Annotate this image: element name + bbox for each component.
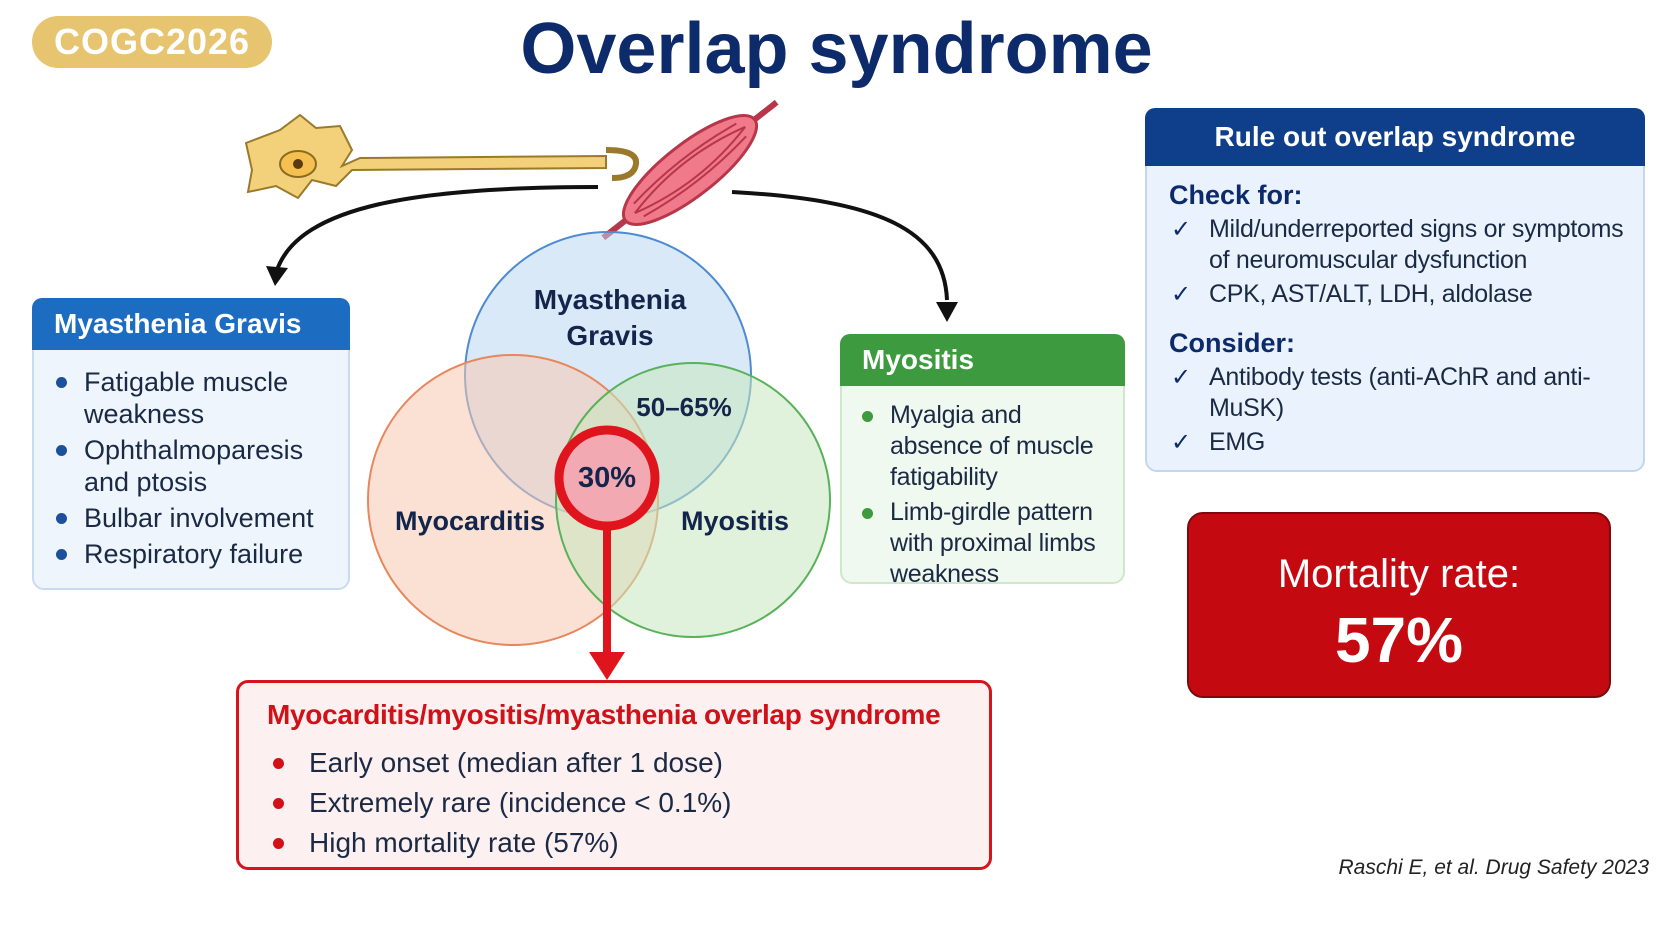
check-list: ✓ Mild/underreported signs or symptoms of… xyxy=(1147,214,1643,310)
neuron-icon xyxy=(244,113,640,200)
bullet-icon xyxy=(56,377,67,388)
list-item: High mortality rate (57%) xyxy=(269,823,989,863)
list-item: Myalgia and absence of muscle fatigabili… xyxy=(854,400,1117,493)
venn-label-myasthenia: Myasthenia Gravis xyxy=(533,284,687,351)
list-item-text: Respiratory failure xyxy=(84,539,304,569)
arrow-to-mg xyxy=(275,185,599,271)
citation: Raschi E, et al. Drug Safety 2023 xyxy=(1338,856,1650,879)
list-item-text: EMG xyxy=(1209,428,1266,456)
venn-label-center-pct: 30% xyxy=(577,462,637,494)
bullet-icon xyxy=(862,411,873,422)
list-item: ✓ Mild/underreported signs or symptoms of… xyxy=(1169,214,1637,276)
overlap-syndrome-card: Myocarditis/myositis/myasthenia overlap … xyxy=(236,680,992,870)
list-item: Early onset (median after 1 dose) xyxy=(269,743,989,783)
mortality-rate-box: Mortality rate: 57% xyxy=(1187,512,1611,698)
list-item: Bulbar involvement xyxy=(48,502,338,534)
bullet-icon xyxy=(273,838,284,849)
callout-arrowhead xyxy=(589,652,625,680)
card-header: Myasthenia Gravis xyxy=(32,298,350,350)
arrow-to-myositis xyxy=(731,190,949,301)
card-header: Myositis xyxy=(840,334,1125,386)
mortality-label: Mortality rate: xyxy=(1277,552,1521,596)
myositis-card: Myositis Myalgia and absence of muscle f… xyxy=(840,334,1125,588)
bullet-icon xyxy=(273,798,284,809)
feature-list: Myalgia and absence of muscle fatigabili… xyxy=(842,386,1123,590)
consider-heading: Consider: xyxy=(1169,328,1296,358)
arrow-head-mg xyxy=(266,266,288,286)
bullet-icon xyxy=(862,508,873,519)
list-item-text: High mortality rate (57%) xyxy=(309,827,619,858)
list-item: ✓ EMG xyxy=(1169,427,1637,458)
checkmark-icon: ✓ xyxy=(1171,216,1191,243)
bullet-icon xyxy=(56,513,67,524)
venn-label-overlap-pct: 50–65% xyxy=(636,392,732,422)
list-item: ✓ Antibody tests (anti-AChR and anti-MuSK… xyxy=(1169,362,1637,424)
check-for-heading: Check for: xyxy=(1169,180,1303,210)
list-item-text: Antibody tests (anti-AChR and anti-MuSK) xyxy=(1209,363,1591,422)
list-item: Limb-girdle pattern with proximal limbs … xyxy=(854,497,1117,590)
muscle-icon xyxy=(601,99,779,241)
list-item: Ophthalmoparesis and ptosis xyxy=(48,434,338,498)
list-item-text: Fatigable muscle weakness xyxy=(84,367,289,429)
rule-out-card: Rule out overlap syndrome Check for: ✓ Mi… xyxy=(1145,108,1645,472)
list-item-text: Bulbar involvement xyxy=(84,503,314,533)
bullet-icon xyxy=(273,758,284,769)
list-item-text: Limb-girdle pattern with proximal limbs … xyxy=(890,498,1096,588)
bullet-icon xyxy=(56,549,67,560)
list-item-text: Ophthalmoparesis and ptosis xyxy=(84,435,304,497)
list-item-text: Early onset (median after 1 dose) xyxy=(309,747,723,778)
list-item-text: Mild/underreported signs or symptoms of … xyxy=(1209,215,1624,274)
feature-list: Early onset (median after 1 dose) Extrem… xyxy=(239,731,989,863)
overlap-syndrome-title: Myocarditis/myositis/myasthenia overlap … xyxy=(267,699,941,730)
callout-line xyxy=(603,526,611,654)
list-item-text: Extremely rare (incidence < 0.1%) xyxy=(309,787,732,818)
checkmark-icon: ✓ xyxy=(1171,364,1191,391)
feature-list: Fatigable muscle weakness Ophthalmopares… xyxy=(34,350,348,570)
conference-badge: COGC2026 xyxy=(32,16,272,68)
list-item: ✓ CPK, AST/ALT, LDH, aldolase xyxy=(1169,279,1637,310)
arrow-head-myositis xyxy=(936,302,958,322)
list-item: Fatigable muscle weakness xyxy=(48,366,338,430)
myasthenia-gravis-card: Myasthenia Gravis Fatigable muscle weakn… xyxy=(32,298,350,590)
consider-list: ✓ Antibody tests (anti-AChR and anti-MuSK… xyxy=(1147,362,1643,458)
venn-label-myocarditis: Myocarditis xyxy=(394,506,546,536)
bullet-icon xyxy=(56,445,67,456)
page-title: Overlap syndrome xyxy=(520,9,1153,89)
card-header: Rule out overlap syndrome xyxy=(1145,108,1645,166)
list-item-text: Myalgia and absence of muscle fatigabili… xyxy=(890,401,1094,491)
checkmark-icon: ✓ xyxy=(1171,429,1191,456)
list-item: Respiratory failure xyxy=(48,538,338,570)
list-item-text: CPK, AST/ALT, LDH, aldolase xyxy=(1209,280,1533,308)
venn-label-myositis: Myositis xyxy=(680,506,790,536)
list-item: Extremely rare (incidence < 0.1%) xyxy=(269,783,989,823)
mortality-value: 57% xyxy=(1334,604,1464,676)
checkmark-icon: ✓ xyxy=(1171,281,1191,308)
